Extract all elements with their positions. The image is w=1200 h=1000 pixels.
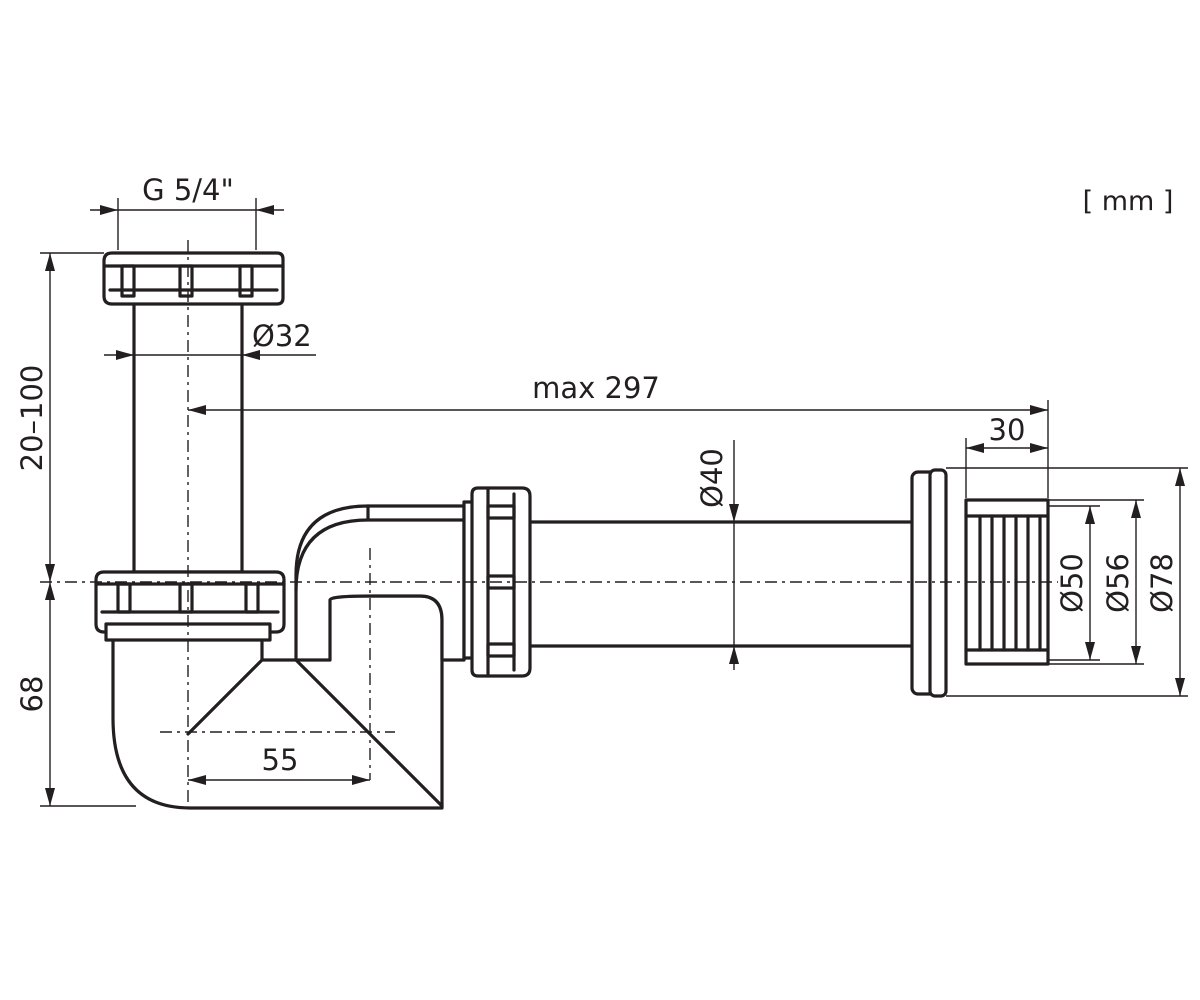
trap-inner-wall bbox=[186, 658, 264, 736]
height-adjust-label: 20–100 bbox=[15, 365, 49, 472]
lower-nut bbox=[94, 570, 286, 642]
diameter-50-label: Ø50 bbox=[1055, 553, 1089, 613]
thread-label: G 5/4" bbox=[142, 173, 234, 207]
wall-flange bbox=[910, 468, 948, 698]
units-label: [ mm ] bbox=[1083, 186, 1174, 217]
siphon-body bbox=[94, 251, 1050, 810]
top-nut bbox=[102, 251, 285, 306]
max-length-label: max 297 bbox=[532, 371, 660, 405]
inlet-diameter-label: Ø32 bbox=[252, 319, 312, 353]
lower-height-label: 68 bbox=[15, 676, 49, 713]
diameter-78-label: Ø78 bbox=[1145, 553, 1179, 613]
diameter-56-label: Ø56 bbox=[1101, 553, 1135, 613]
elbow-inner-curve bbox=[294, 518, 466, 592]
outlet-pipe bbox=[526, 520, 916, 648]
dimension-labels: [ mm ] G 5/4" Ø32 20–100 68 55 max 297 3… bbox=[15, 173, 1179, 777]
outlet-elbow bbox=[294, 504, 466, 662]
adapter-length-label: 30 bbox=[989, 413, 1026, 447]
center-lines bbox=[40, 240, 1058, 805]
offset-label: 55 bbox=[262, 743, 299, 777]
pipe-diameter-label: Ø40 bbox=[695, 448, 729, 508]
trap-inner-slope bbox=[294, 658, 444, 808]
dimension-lines bbox=[40, 198, 1188, 807]
